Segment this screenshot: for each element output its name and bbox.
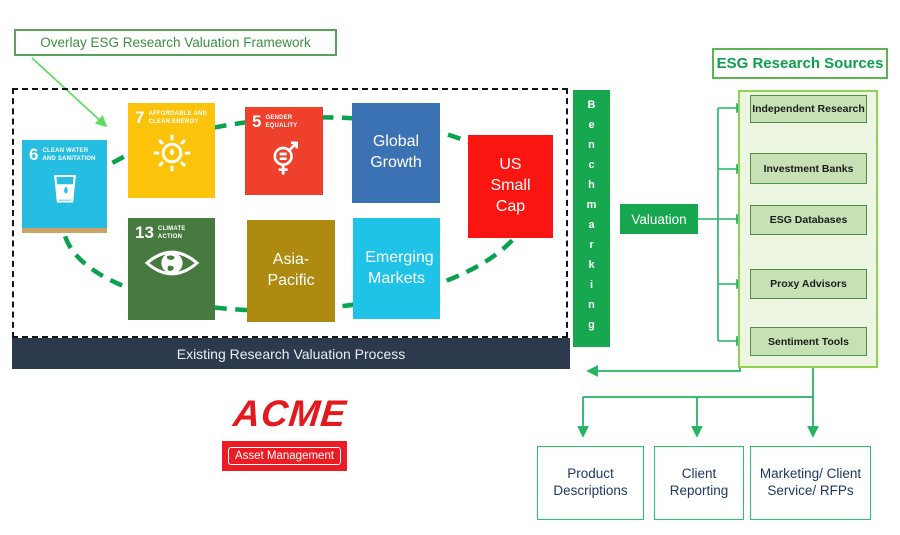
acme-logo: ACME [231, 393, 349, 434]
source-investment-banks: Investment Banks [750, 153, 867, 184]
sdg-tile-clean-energy: 7 AFFORDABLE AND CLEAN ENERGY [128, 103, 215, 198]
esg-sources-header: ESG Research Sources [712, 48, 888, 79]
output-label: Product Descriptions [553, 466, 628, 498]
output-marketing-client-service-rfps: Marketing/ Client Service/ RFPs [750, 446, 871, 520]
strategy-label: Emerging Markets [365, 248, 434, 287]
existing-process-label: Existing Research Valuation Process [176, 345, 406, 362]
sdg-number: 5 [252, 112, 262, 131]
output-label: Client Reporting [669, 466, 729, 498]
source-proxy-advisors: Proxy Advisors [750, 269, 867, 299]
sdg-tile-clean-water: 6 CLEAN WATER AND SANITATION [22, 140, 107, 233]
sdg-number: 7 [135, 108, 145, 127]
valuation-label: Valuation [631, 211, 687, 227]
strategy-asia-pacific: Asia-Pacific [247, 220, 335, 322]
source-esg-databases: ESG Databases [750, 205, 867, 235]
strategy-label: Global Growth [370, 133, 422, 171]
sun-icon [128, 130, 215, 176]
feedback-arrow [586, 365, 741, 377]
acme-logo-bar: Asset Management [222, 441, 347, 471]
source-independent-research: Independent Research [750, 95, 867, 123]
water-glass-icon [22, 167, 107, 209]
strategy-emerging-markets: Emerging Markets [353, 218, 440, 319]
existing-process-bar: Existing Research Valuation Process [12, 338, 570, 369]
sdg-number: 13 [135, 223, 154, 242]
output-client-reporting: Client Reporting [654, 446, 744, 520]
strategy-us-small-cap: US Small Cap [468, 135, 553, 238]
strategy-label: Asia-Pacific [267, 251, 315, 289]
sdg-number: 6 [29, 145, 39, 164]
sdg-tile-climate-action: 13 CLIMATE ACTION [128, 218, 215, 320]
sdg-title: AFFORDABLE AND CLEAN ENERGY [148, 111, 208, 125]
benchmarking-bar: Benchmarking [573, 90, 610, 347]
overlay-framework-label: Overlay ESG Research Valuation Framework [14, 29, 337, 56]
source-sentiment-tools: Sentiment Tools [750, 327, 867, 356]
strategy-label: US Small Cap [490, 156, 531, 215]
existing-process-frame [12, 88, 568, 338]
strategy-global-growth: Global Growth [352, 103, 440, 203]
output-product-descriptions: Product Descriptions [537, 446, 644, 520]
sdg-title: GENDER EQUALITY [265, 115, 298, 129]
gender-equality-icon [245, 134, 323, 182]
output-label: Marketing/ Client Service/ RFPs [759, 466, 862, 498]
sdg-title: CLEAN WATER AND SANITATION [42, 148, 96, 162]
sdg-title: CLIMATE ACTION [157, 226, 186, 240]
eye-globe-icon [128, 245, 215, 281]
sdg-tile-gender-equality: 5 GENDER EQUALITY [245, 107, 323, 195]
benchmarking-label: Benchmarking [585, 98, 598, 339]
acme-subtitle: Asset Management [227, 447, 342, 465]
valuation-box: Valuation [620, 204, 698, 234]
